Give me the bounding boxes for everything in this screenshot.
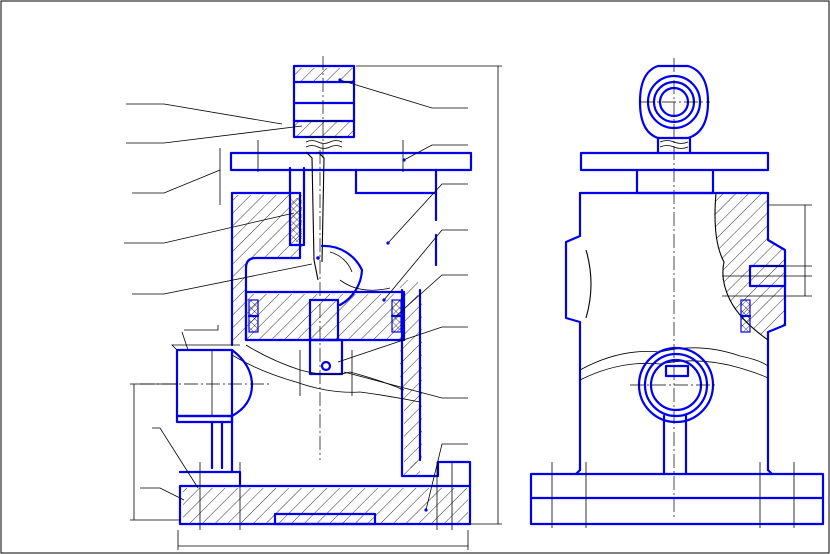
side-base — [529, 462, 825, 528]
cam-disc — [316, 244, 364, 307]
top-plate — [219, 140, 473, 205]
body-section — [230, 166, 438, 468]
side-port — [140, 344, 270, 474]
break-line-lower — [231, 354, 421, 403]
side-port-circle — [630, 346, 718, 476]
side-eye — [638, 58, 710, 520]
front-section-view — [124, 56, 502, 550]
side-view — [529, 58, 825, 528]
leader-lines — [124, 78, 468, 512]
side-top-plate — [579, 151, 770, 172]
dimension-lines — [130, 65, 502, 550]
base-plate — [178, 458, 472, 530]
piston-stem — [299, 298, 353, 396]
top-nut — [292, 56, 356, 160]
lever-rod — [305, 150, 325, 460]
side-body — [564, 191, 812, 472]
break-line-upper — [245, 344, 405, 391]
